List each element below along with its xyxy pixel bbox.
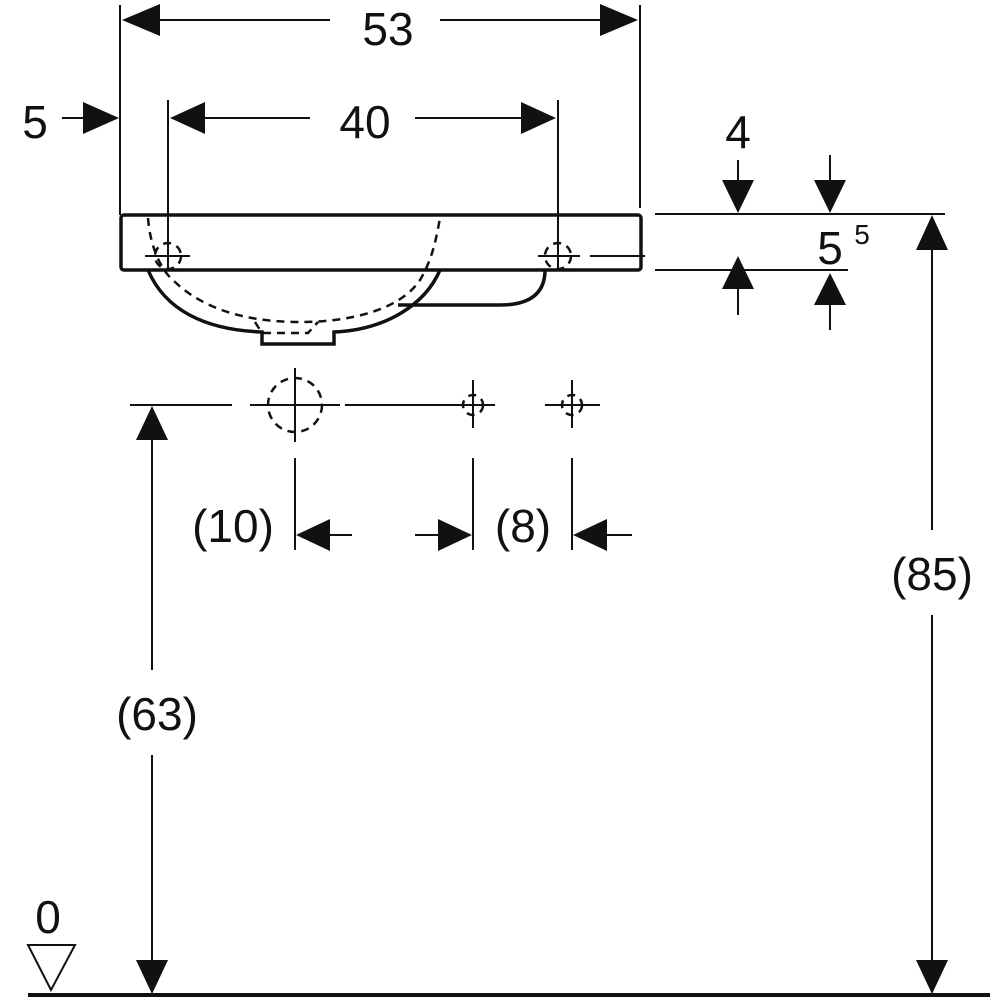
arrow-right-icon — [83, 102, 119, 134]
basin-outline — [119, 213, 645, 346]
label-left-offset: 5 — [22, 96, 48, 148]
dimension-hole-spacing: 40 — [167, 96, 559, 268]
dimension-left-offset: 5 — [22, 96, 119, 148]
dimension-overall-width: 53 — [119, 3, 641, 215]
label-connection-height: (63) — [116, 688, 198, 740]
dimension-total-height: (85) — [891, 215, 973, 994]
label-top-offset: 4 — [725, 106, 751, 158]
label-floor-level: 0 — [35, 891, 61, 943]
dimension-horizontal-offsets: (10) (8) — [192, 458, 632, 552]
label-valve-spacing: (8) — [495, 500, 551, 552]
arrow-right-icon — [600, 4, 638, 36]
arrow-right-icon — [521, 102, 556, 134]
arrow-left-icon — [296, 519, 330, 551]
arrow-left-icon — [170, 102, 205, 134]
arrow-down-icon — [814, 180, 846, 213]
dimension-slab-thickness: 4 5 5 — [655, 106, 945, 330]
arrow-up-icon — [136, 406, 168, 440]
arrow-down-icon — [136, 960, 168, 994]
floor-level: 0 — [26, 891, 990, 997]
label-slab-thickness: 5 — [817, 222, 843, 274]
arrow-left-icon — [122, 4, 160, 36]
arrow-up-icon — [916, 215, 948, 250]
arrow-up-icon — [722, 256, 754, 289]
label-slab-thickness-superscript: 5 — [854, 219, 870, 250]
arrow-down-icon — [916, 960, 948, 994]
connection-points — [130, 368, 600, 442]
label-total-height: (85) — [891, 548, 973, 600]
arrow-up-icon — [814, 273, 846, 305]
label-overall-width: 53 — [362, 3, 413, 55]
arrow-right-icon — [438, 519, 472, 551]
label-hole-spacing: 40 — [339, 96, 390, 148]
level-triangle-icon — [26, 944, 77, 993]
arrow-down-icon — [722, 180, 754, 213]
label-drain-offset: (10) — [192, 500, 274, 552]
dimension-connection-height: (63) — [116, 406, 198, 994]
arrow-left-icon — [573, 519, 607, 551]
